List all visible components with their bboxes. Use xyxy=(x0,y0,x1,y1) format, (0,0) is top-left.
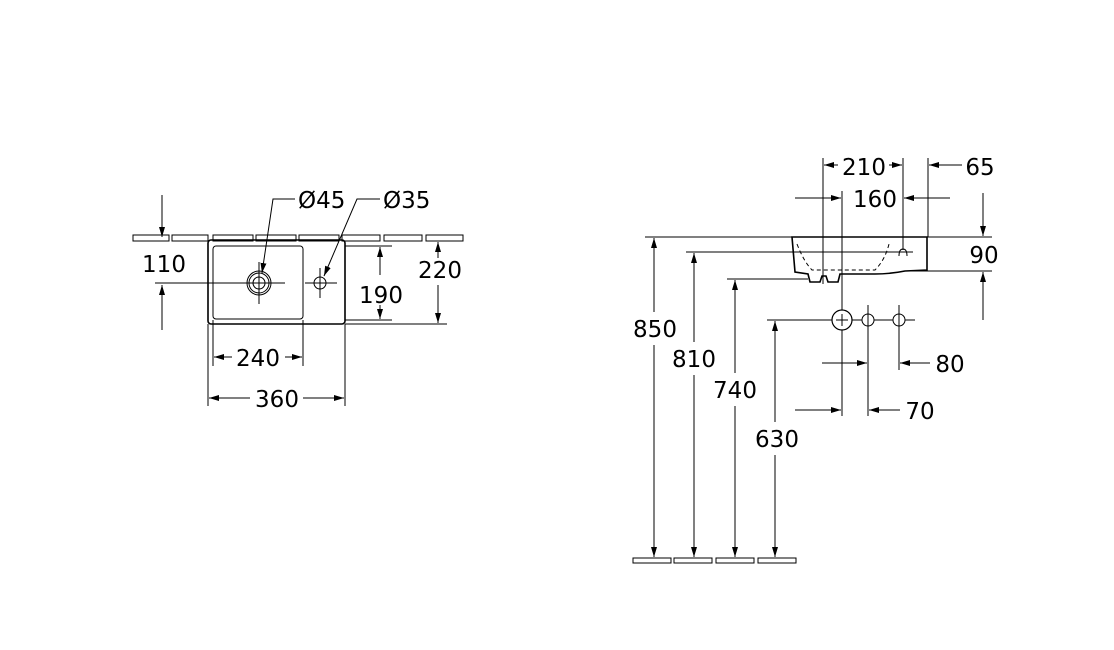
height-850-label: 850 xyxy=(633,317,677,343)
height-630-label: 630 xyxy=(755,427,799,453)
side-view: 210 65 160 90 850 810 740 630 xyxy=(632,155,999,564)
drain-diameter-label: Ø45 xyxy=(298,188,345,214)
supply-hole-2 xyxy=(892,305,906,370)
height-810-label: 810 xyxy=(672,347,716,373)
drain-offset-label: 110 xyxy=(142,252,186,278)
drain xyxy=(155,262,285,304)
basin-profile xyxy=(791,236,928,283)
dim-70-label: 70 xyxy=(905,399,934,425)
tap-hole-diameter-label: Ø35 xyxy=(383,188,430,214)
tap-hole xyxy=(305,268,337,298)
inner-depth-label: 190 xyxy=(359,283,403,309)
basin-height-label: 90 xyxy=(969,243,998,269)
wall-line xyxy=(132,234,464,242)
top-view: Ø45 Ø35 110 190 220 240 360 xyxy=(132,188,464,413)
bowl-width-label: 240 xyxy=(236,346,280,372)
total-depth-label: 220 xyxy=(418,258,462,284)
height-740-label: 740 xyxy=(713,378,757,404)
dim-160-label: 160 xyxy=(853,187,897,213)
waste-outlet xyxy=(831,309,853,331)
total-width-label: 360 xyxy=(255,387,299,413)
dim-80-label: 80 xyxy=(935,352,964,378)
dim-210-label: 210 xyxy=(842,155,886,181)
floor-line xyxy=(632,557,797,564)
basin-outline xyxy=(207,239,346,325)
dim-65-label: 65 xyxy=(965,155,994,181)
supply-hole-1 xyxy=(861,305,875,416)
